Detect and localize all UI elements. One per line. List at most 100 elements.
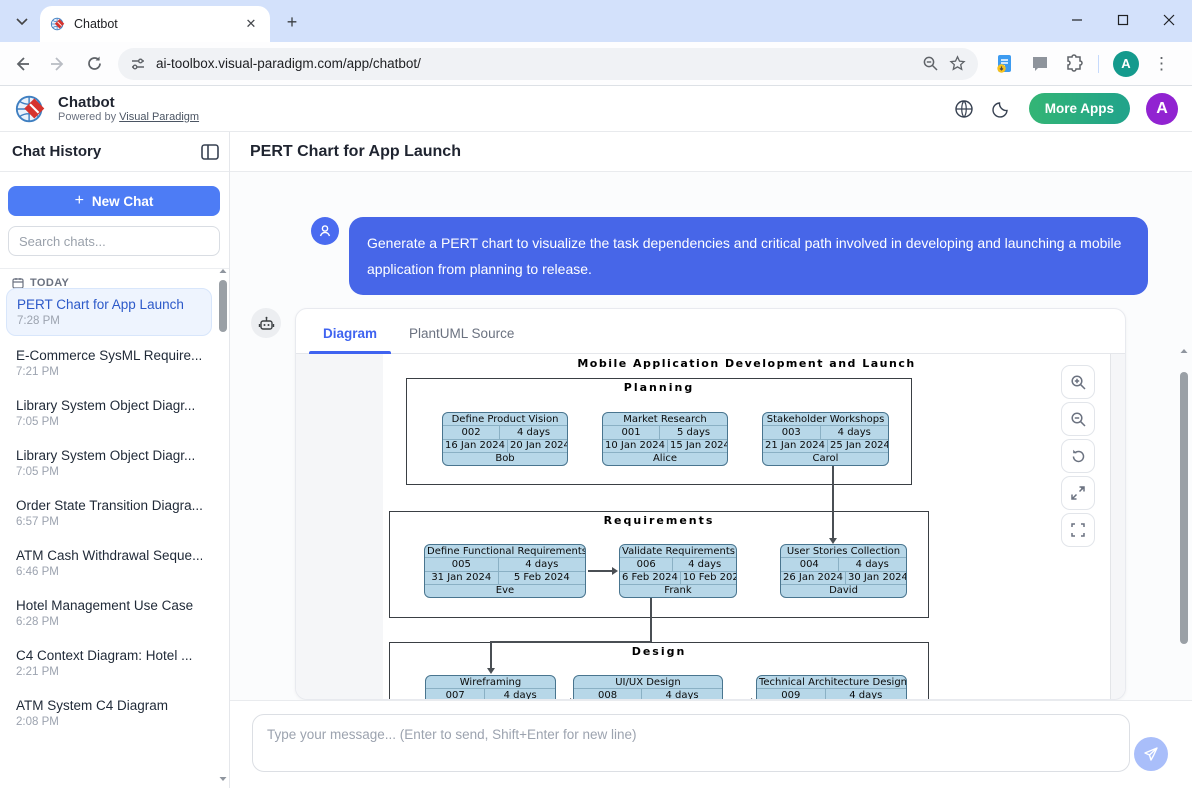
chat-item-title: E-Commerce SysML Require... xyxy=(16,348,202,363)
chat-item-title: Hotel Management Use Case xyxy=(16,598,202,613)
address-bar[interactable]: ai-toolbox.visual-paradigm.com/app/chatb… xyxy=(118,48,978,80)
bookmark-star-icon[interactable] xyxy=(949,55,966,72)
chat-scrollbar[interactable] xyxy=(1178,346,1190,700)
chat-item-time: 6:46 PM xyxy=(16,566,202,578)
window-close-button[interactable] xyxy=(1146,0,1192,40)
chat-item-time: 6:57 PM xyxy=(16,516,202,528)
pert-task-003: Stakeholder Workshops0034 days21 Jan 202… xyxy=(762,412,889,466)
chat-area: Generate a PERT chart to visualize the t… xyxy=(230,172,1192,700)
site-settings-icon[interactable] xyxy=(130,56,146,72)
chat-item-title: Order State Transition Diagra... xyxy=(16,498,202,513)
zoom-indicator-icon[interactable] xyxy=(922,55,939,72)
zoom-in-button[interactable] xyxy=(1061,365,1095,399)
url-text[interactable]: ai-toolbox.visual-paradigm.com/app/chatb… xyxy=(156,56,912,71)
chat-item-time: 6:28 PM xyxy=(16,616,202,628)
pert-chart-image: Mobile Application Development and Launc… xyxy=(383,354,1111,700)
extensions-puzzle-icon[interactable] xyxy=(1064,54,1084,74)
comment-extension-icon[interactable] xyxy=(1030,54,1050,74)
sidebar-scrollbar[interactable] xyxy=(217,262,229,788)
pert-task-008: UI/UX Design0084 days16 Feb 202420 Feb 2… xyxy=(573,675,723,700)
zoom-out-button[interactable] xyxy=(1061,402,1095,436)
arrowhead xyxy=(829,538,837,544)
sidebar-title: Chat History xyxy=(12,143,101,160)
tab-search-button[interactable] xyxy=(8,8,36,36)
bot-avatar-robot-icon xyxy=(251,308,281,338)
scroll-up-icon[interactable] xyxy=(1179,346,1189,356)
arrowhead xyxy=(612,567,618,575)
chat-item-time: 7:28 PM xyxy=(17,315,201,327)
pert-task-001: Market Research0015 days10 Jan 202415 Ja… xyxy=(602,412,728,466)
tab-title: Chatbot xyxy=(74,17,234,31)
window-maximize-button[interactable] xyxy=(1100,0,1146,40)
chat-history-item[interactable]: PERT Chart for App Launch 7:28 PM xyxy=(6,288,212,336)
dark-mode-moon-icon[interactable] xyxy=(991,98,1013,120)
arrow-frank-across xyxy=(490,641,651,643)
user-avatar[interactable]: A xyxy=(1146,93,1178,125)
arrow-eve-to-frank xyxy=(588,570,612,572)
window-minimize-button[interactable] xyxy=(1054,0,1100,40)
message-input[interactable] xyxy=(252,714,1130,772)
chat-item-title: PERT Chart for App Launch xyxy=(17,297,201,312)
new-chat-button[interactable]: + New Chat xyxy=(8,186,220,216)
arrowhead xyxy=(487,668,495,674)
plus-icon: + xyxy=(75,192,84,210)
chat-history-item[interactable]: C4 Context Diagram: Hotel ...2:21 PM xyxy=(6,640,212,686)
back-button[interactable] xyxy=(8,50,36,78)
reload-button[interactable] xyxy=(80,50,108,78)
diagram-card: Diagram PlantUML Source Mobile Applicati… xyxy=(295,308,1126,700)
diagram-controls xyxy=(1061,365,1095,547)
app-header: Chatbot Powered by Visual Paradigm More … xyxy=(0,86,1192,132)
chat-item-title: ATM Cash Withdrawal Seque... xyxy=(16,548,202,563)
tab-plantuml-source[interactable]: PlantUML Source xyxy=(395,316,528,353)
chat-item-title: ATM System C4 Diagram xyxy=(16,698,202,713)
pert-task-007: Wireframing0074 days11 Feb 202415 Feb 20… xyxy=(425,675,556,700)
chat-history-item[interactable]: E-Commerce SysML Require...7:21 PM xyxy=(6,340,212,386)
chat-list: PERT Chart for App Launch 7:28 PM E-Commer… xyxy=(0,284,218,788)
arrow-frank-down xyxy=(650,598,652,642)
docs-extension-icon[interactable] xyxy=(994,53,1016,75)
tab-diagram[interactable]: Diagram xyxy=(309,316,391,353)
reset-view-button[interactable] xyxy=(1061,439,1095,473)
chat-item-title: Library System Object Diagr... xyxy=(16,398,202,413)
browser-toolbar: ai-toolbox.visual-paradigm.com/app/chatb… xyxy=(0,42,1192,86)
chat-item-title: C4 Context Diagram: Hotel ... xyxy=(16,648,202,663)
arrow-into-wireframing xyxy=(490,641,492,668)
chat-history-item[interactable]: ATM System C4 Diagram2:08 PM xyxy=(6,690,212,736)
pert-task-009: Technical Architecture Design0094 days21… xyxy=(756,675,907,700)
fullscreen-button[interactable] xyxy=(1061,513,1095,547)
chat-history-sidebar: Chat History + New Chat TODAY PERT Chart… xyxy=(0,132,230,788)
browser-tab[interactable]: Chatbot ✕ xyxy=(40,6,270,42)
send-button[interactable] xyxy=(1134,737,1168,771)
chat-history-item[interactable]: ATM Cash Withdrawal Seque... 6:46 PM xyxy=(6,540,212,586)
chat-history-item[interactable]: Library System Object Diagr...7:05 PM xyxy=(6,440,212,486)
pert-task-002: Define Product Vision0024 days16 Jan 202… xyxy=(442,412,568,466)
scrollbar-thumb[interactable] xyxy=(1180,372,1188,644)
visual-paradigm-link[interactable]: Visual Paradigm xyxy=(119,111,199,123)
powered-by: Powered by Visual Paradigm xyxy=(58,111,199,123)
chat-history-item[interactable]: Hotel Management Use Case 6:28 PM xyxy=(6,590,212,636)
language-globe-icon[interactable] xyxy=(953,98,975,120)
chat-item-time: 7:05 PM xyxy=(16,416,202,428)
expand-button[interactable] xyxy=(1061,476,1095,510)
chrome-profile-avatar[interactable]: A xyxy=(1113,51,1139,77)
scroll-up-icon[interactable] xyxy=(218,266,228,276)
chat-history-item[interactable]: Order State Transition Diagra... 6:57 PM xyxy=(6,490,212,536)
message-input-bar xyxy=(230,700,1192,788)
user-message-avatar xyxy=(311,217,339,245)
toolbar-divider xyxy=(1098,55,1099,73)
chat-item-time: 7:05 PM xyxy=(16,466,202,478)
app-title: Chatbot xyxy=(58,94,199,111)
new-tab-button[interactable]: + xyxy=(280,10,304,34)
diagram-viewport[interactable]: Mobile Application Development and Launc… xyxy=(296,354,1125,699)
tab-close-icon[interactable]: ✕ xyxy=(242,15,260,33)
main-panel: PERT Chart for App Launch Generate a PER… xyxy=(230,132,1192,788)
more-apps-button[interactable]: More Apps xyxy=(1029,93,1130,124)
scrollbar-thumb[interactable] xyxy=(219,280,227,332)
pert-task-004: User Stories Collection0044 days26 Jan 2… xyxy=(780,544,907,598)
chrome-menu-icon[interactable]: ⋮ xyxy=(1153,54,1170,74)
forward-button[interactable] xyxy=(44,50,72,78)
search-chats-input[interactable] xyxy=(8,226,220,256)
scroll-down-icon[interactable] xyxy=(218,774,228,784)
chat-history-item[interactable]: Library System Object Diagr... 7:05 PM xyxy=(6,390,212,436)
collapse-sidebar-icon[interactable] xyxy=(201,144,219,160)
